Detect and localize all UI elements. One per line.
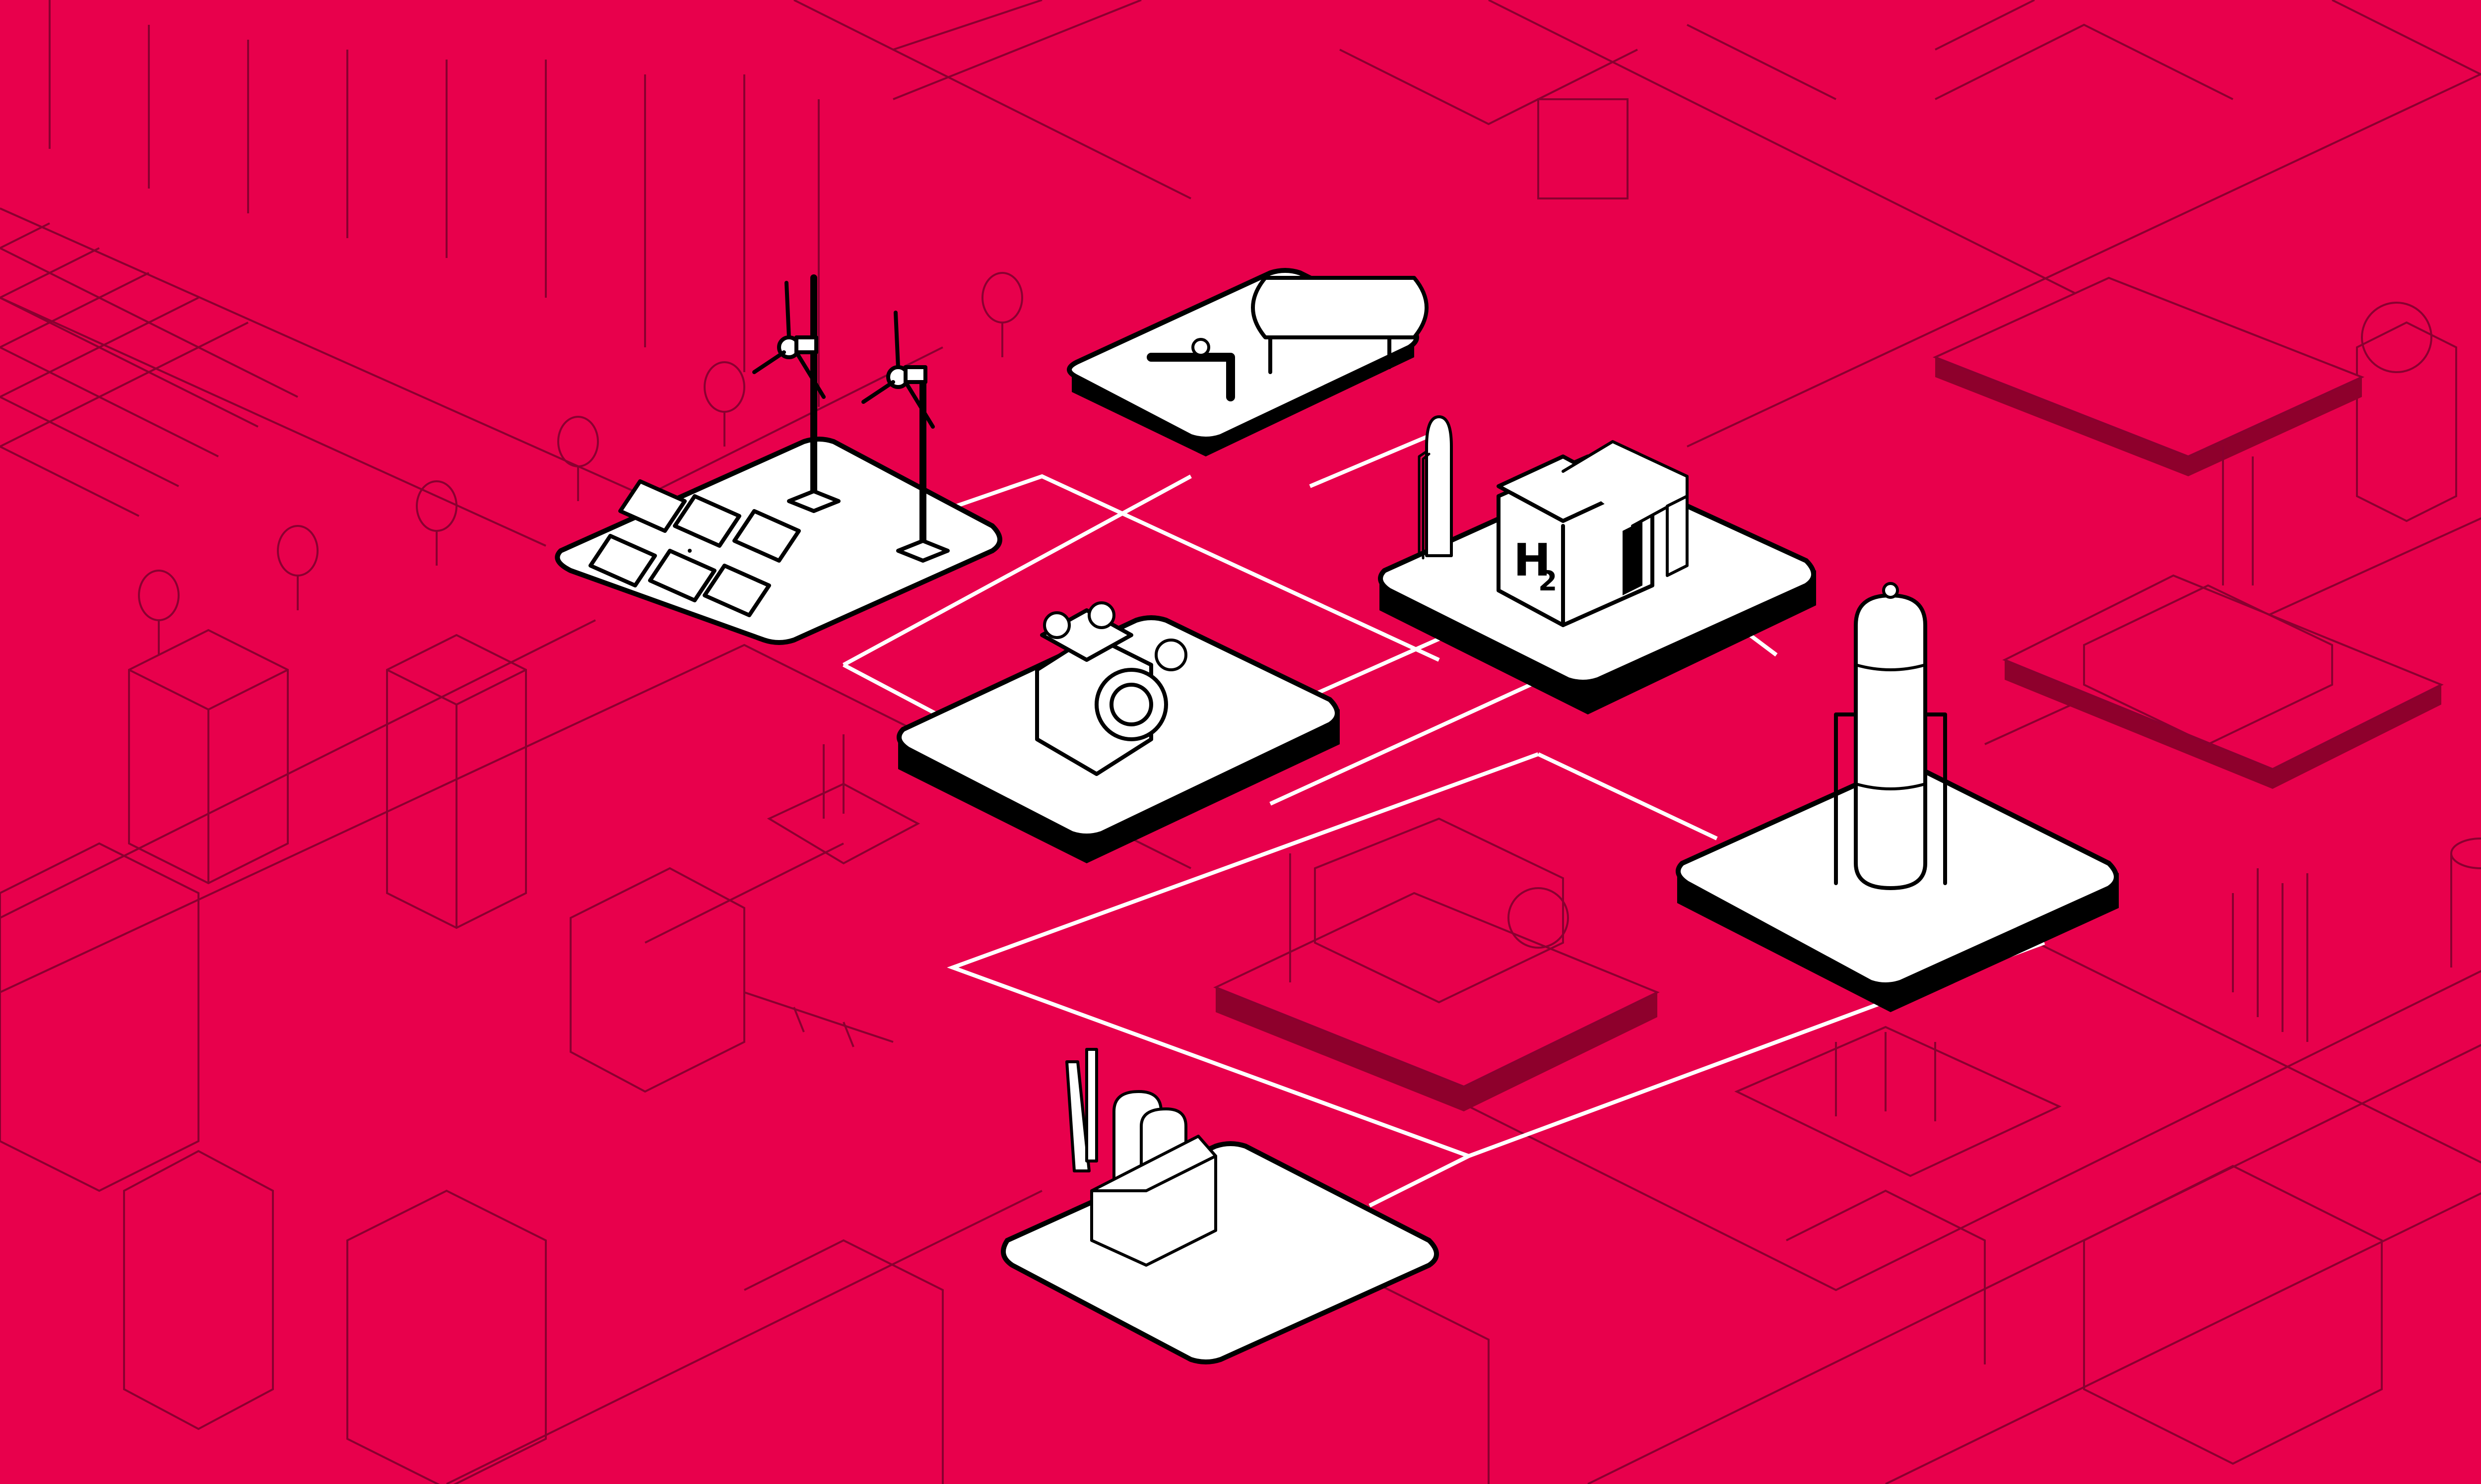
platform-reactor (1676, 582, 2119, 1012)
ghost-platform-substation (2002, 447, 2444, 789)
reactor-icon (1834, 582, 1947, 890)
wind-turbine-icon (861, 311, 950, 563)
ghost-platform-turbine (1213, 817, 1660, 1111)
h2-subscript: 2 (1538, 565, 1557, 597)
gas-tank-icon (1147, 276, 1429, 401)
wind-turbine-icon (752, 274, 841, 513)
platform-gas-engine (897, 601, 1340, 863)
platform-hydrogen-electrolyzer: H 2 (1378, 415, 1816, 714)
platform-gas-storage (1067, 268, 1429, 456)
ghost-platform-refinery (767, 734, 2062, 1177)
platform-factory (1001, 1048, 1439, 1364)
solar-panel-icon (588, 479, 801, 617)
factory-icon (1065, 1048, 1217, 1267)
engine-icon (1035, 601, 1187, 776)
electrolyzer-icon: H 2 (1418, 415, 1689, 627)
h2-label: H (1513, 534, 1551, 586)
platform-renewables (555, 274, 1002, 645)
network-connectors (843, 430, 2045, 1208)
ghost-platform-tanker (1932, 276, 2365, 476)
